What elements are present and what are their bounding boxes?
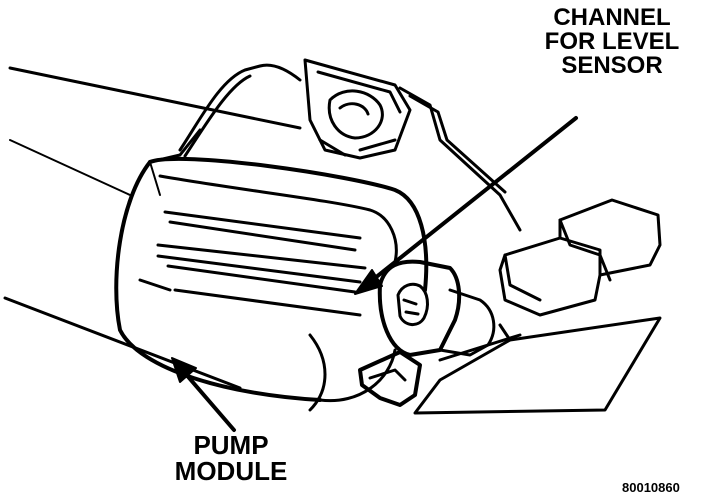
pump-arrowhead (171, 357, 197, 383)
float-assembly (498, 198, 662, 317)
pump-module-body (114, 128, 429, 412)
channel-label-line2: FOR LEVEL (544, 28, 680, 55)
pump-module-label: PUMP MODULE (156, 432, 306, 484)
channel-arrowhead (354, 269, 383, 295)
level-sensor-assembly (178, 58, 522, 232)
leader-arrows (171, 116, 578, 432)
connector-assembly (358, 259, 522, 407)
pump-label-line2: MODULE (174, 456, 288, 486)
pump-label-line1: PUMP (193, 430, 269, 460)
channel-leader-line (368, 116, 578, 284)
reservoir-plate (413, 316, 662, 415)
channel-label-line1: CHANNEL (553, 4, 671, 31)
channel-for-level-sensor-label: CHANNEL FOR LEVEL SENSOR (527, 6, 697, 78)
tank-outline (3, 66, 302, 390)
pump-leader-line (182, 370, 236, 432)
figure-id: 80010860 (622, 480, 680, 495)
channel-label-line3: SENSOR (561, 52, 663, 79)
